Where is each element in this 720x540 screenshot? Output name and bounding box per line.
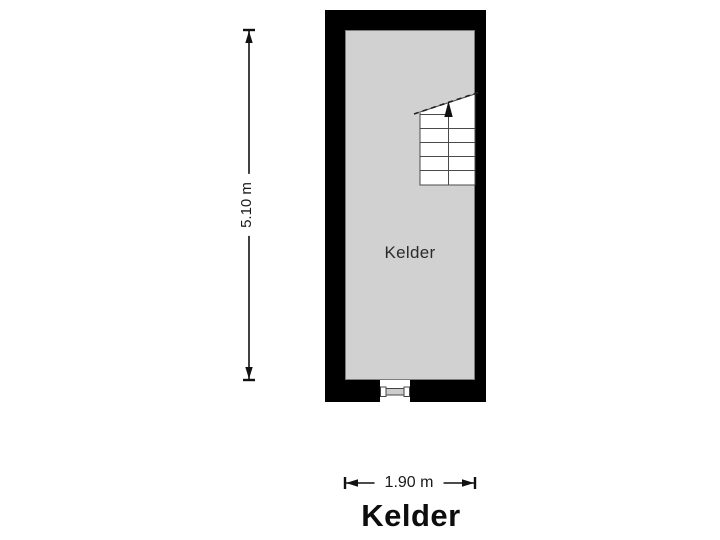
staircase — [413, 91, 479, 186]
room-floor — [345, 30, 475, 380]
arrow-left-icon — [346, 479, 358, 487]
stair-body — [419, 93, 476, 186]
arrow-down-icon — [245, 367, 253, 379]
stair-break-line — [413, 91, 479, 115]
door-jamb-right — [403, 386, 410, 397]
width-dimension-label: 1.90 m — [374, 471, 444, 495]
arrow-right-icon — [462, 479, 474, 487]
arrow-up-icon — [245, 31, 253, 43]
door-threshold — [380, 386, 410, 397]
stair-up-arrow-icon — [444, 101, 453, 117]
room-label: Kelder — [384, 243, 436, 262]
stair-steps — [420, 106, 475, 185]
height-dimension-label: 5.10 m — [235, 174, 259, 236]
floorplan-title: Kelder — [361, 498, 461, 533]
door-opening — [380, 380, 410, 405]
door-jamb-left — [380, 386, 387, 397]
